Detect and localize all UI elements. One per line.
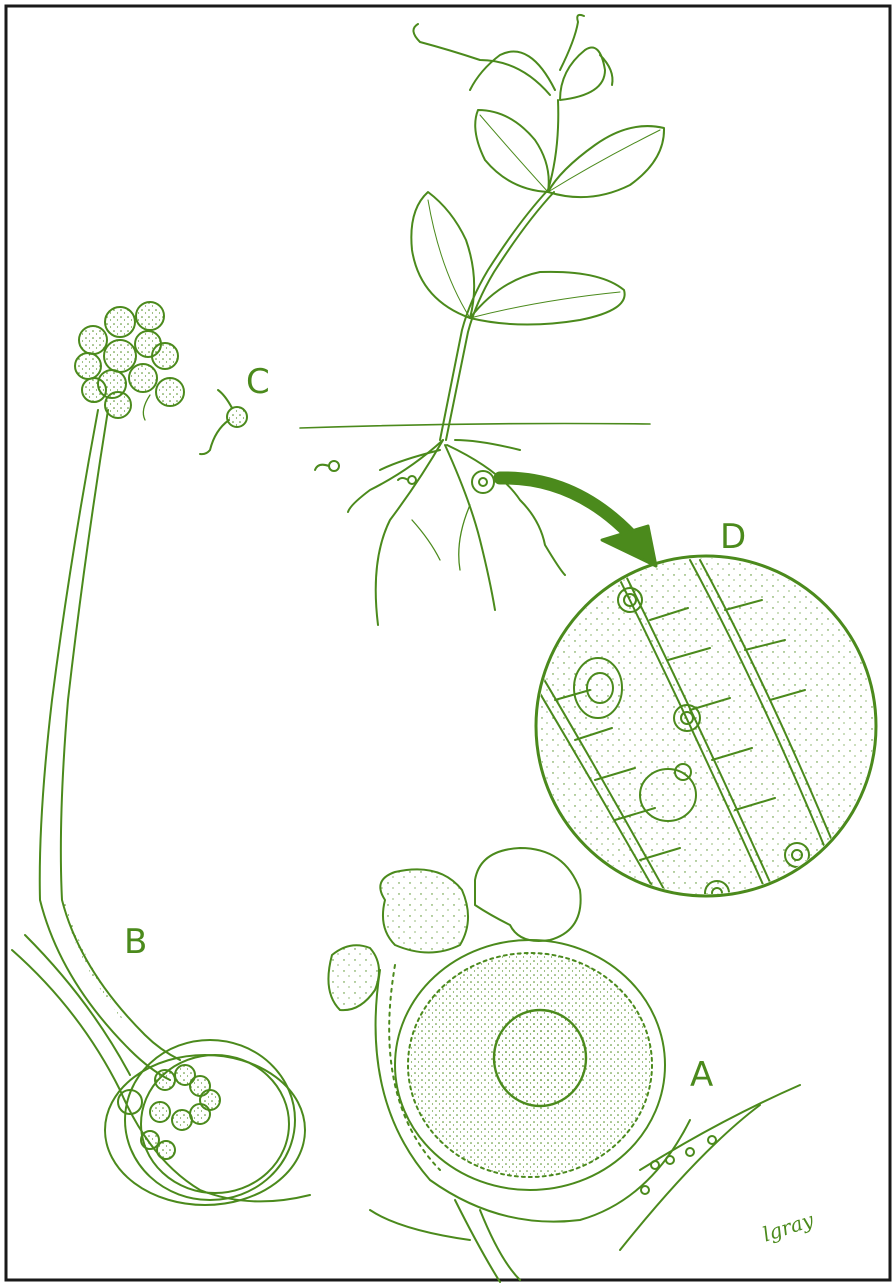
oospore [328, 848, 800, 1282]
pea-plant [300, 15, 664, 625]
sporangiophore [12, 302, 310, 1205]
zoospore-c [200, 390, 247, 454]
inset-root-cells [520, 550, 896, 910]
label-c: C [246, 365, 270, 399]
label-a: A [690, 1058, 713, 1092]
label-d: D [720, 520, 746, 554]
label-b: B [124, 925, 147, 959]
arrow-head [602, 526, 656, 566]
